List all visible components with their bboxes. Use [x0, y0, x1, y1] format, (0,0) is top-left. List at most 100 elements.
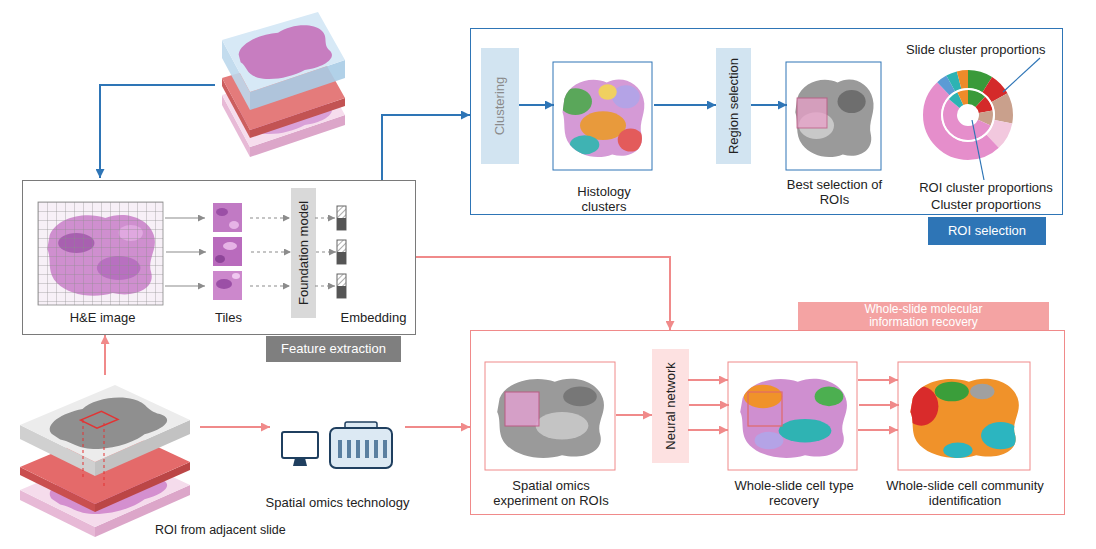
- illustration-part: [950, 97, 986, 133]
- image-node: Whole-slide cell community identificatio…: [899, 363, 1031, 511]
- illustration-part: [598, 84, 616, 99]
- illustration-part: [744, 385, 782, 409]
- illustration-part: [536, 387, 597, 440]
- vertical-label: Foundation model: [296, 201, 311, 305]
- illustration-part: [904, 387, 938, 426]
- illustration-part: [795, 79, 873, 157]
- illustration-part: [293, 458, 307, 466]
- panel-box: Whole-slide molecular information recove…: [470, 330, 1065, 515]
- illustration-part: [20, 385, 190, 462]
- illustration-part: [688, 429, 728, 431]
- image-label: Spatial omics experiment on ROIs: [486, 479, 616, 509]
- illustration-part: [337, 206, 346, 230]
- illustration-part: [795, 79, 873, 157]
- illustration-part: [497, 379, 604, 458]
- icon-label: Spatial omics technology: [255, 496, 420, 511]
- vertical-label: Neural network: [663, 362, 678, 449]
- illustration-part: [932, 79, 1004, 151]
- illustration-part: [942, 89, 994, 141]
- illustration-part: [232, 273, 240, 279]
- illustration-part: [222, 12, 345, 92]
- illustration-part: [932, 79, 1004, 151]
- illustration-part: [950, 97, 986, 133]
- illustration-part: [950, 97, 986, 133]
- flow-arrow: [166, 251, 206, 252]
- illustration-part: [165, 217, 205, 218]
- illustration-part: [81, 411, 118, 428]
- process-box: Foundation model: [291, 188, 316, 318]
- image-node: Whole-slide cell type recovery: [729, 363, 859, 511]
- illustration-part: [337, 218, 346, 230]
- flow-arrow: [519, 104, 554, 106]
- illustration-part: [250, 217, 290, 218]
- illustration-part: [744, 385, 844, 450]
- flow-arrow: [416, 257, 670, 330]
- slide-stack: [222, 12, 345, 157]
- image-label: Whole-slide cell community identificatio…: [877, 479, 1053, 509]
- illustration-part: [337, 274, 346, 298]
- illustration-part: [815, 387, 844, 407]
- illustration-part: [559, 79, 645, 157]
- illustration-part: [250, 285, 290, 286]
- cluster-map: [553, 62, 652, 170]
- illustration-part: [932, 79, 1004, 151]
- roi-map: [786, 62, 881, 170]
- panel-tab: Whole-slide molecular information recove…: [798, 302, 1049, 330]
- illustration-part: [553, 62, 652, 170]
- illustration-part: [797, 98, 827, 128]
- illustration-part: [505, 392, 539, 426]
- image-label: Histology clusters: [554, 185, 654, 215]
- illustration-part: [950, 97, 986, 133]
- illustration-part: [972, 120, 984, 180]
- illustration-part: [838, 90, 866, 113]
- flow-arrow: [405, 426, 470, 428]
- illustration-part: [337, 252, 346, 264]
- flow-arrow: [751, 104, 787, 106]
- flow-arrow: [316, 251, 336, 252]
- adjacent-stack: [20, 385, 190, 537]
- celltype-map: [728, 362, 857, 470]
- illustration-part: [383, 440, 387, 458]
- illustration-part: [100, 85, 215, 178]
- illustration-part: [356, 440, 360, 458]
- illustration-part: [755, 432, 784, 450]
- illustration-part: [612, 85, 640, 108]
- illustration-part: [904, 382, 1020, 458]
- illustration-part: [38, 202, 163, 305]
- flow-arrow: [200, 426, 270, 428]
- image-node: H&E image: [39, 201, 166, 326]
- callout-label: ROI cluster proportions: [911, 181, 1061, 196]
- illustration-part: [337, 240, 346, 252]
- illustration-part: [740, 379, 847, 458]
- illustration-part: [932, 79, 1004, 151]
- illustration-part: [347, 440, 351, 458]
- illustration-part: [950, 97, 986, 133]
- image-label: Best selection of ROIs: [774, 178, 895, 208]
- image-label: Tiles: [206, 311, 251, 326]
- vertical-label: Region selection: [726, 58, 741, 154]
- process-box: Region selection: [716, 48, 751, 164]
- illustration-part: [932, 79, 1004, 151]
- illustration-part: [559, 84, 644, 154]
- callout-label: Slide cluster proportions: [906, 43, 1045, 58]
- illustration-part: [536, 412, 589, 439]
- embedding-vectors: [337, 206, 346, 298]
- illustration-part: [858, 379, 898, 381]
- panel-tab: Feature extraction: [266, 336, 401, 362]
- spatial-image: [485, 362, 615, 470]
- process-box: Neural network: [652, 349, 689, 463]
- image-label: Whole-slide cell type recovery: [729, 479, 859, 509]
- slide-node: ROI from adjacent slide: [15, 375, 200, 545]
- illustration-part: [83, 420, 104, 486]
- illustration-part: [559, 88, 592, 115]
- flow-arrow: [689, 404, 729, 406]
- illustration-part: [943, 442, 972, 458]
- illustration-part: [898, 362, 1030, 470]
- illustration-part: [38, 202, 163, 305]
- illustration-part: [315, 285, 335, 286]
- illustration-part: [337, 240, 346, 264]
- illustration-part: [231, 20, 339, 87]
